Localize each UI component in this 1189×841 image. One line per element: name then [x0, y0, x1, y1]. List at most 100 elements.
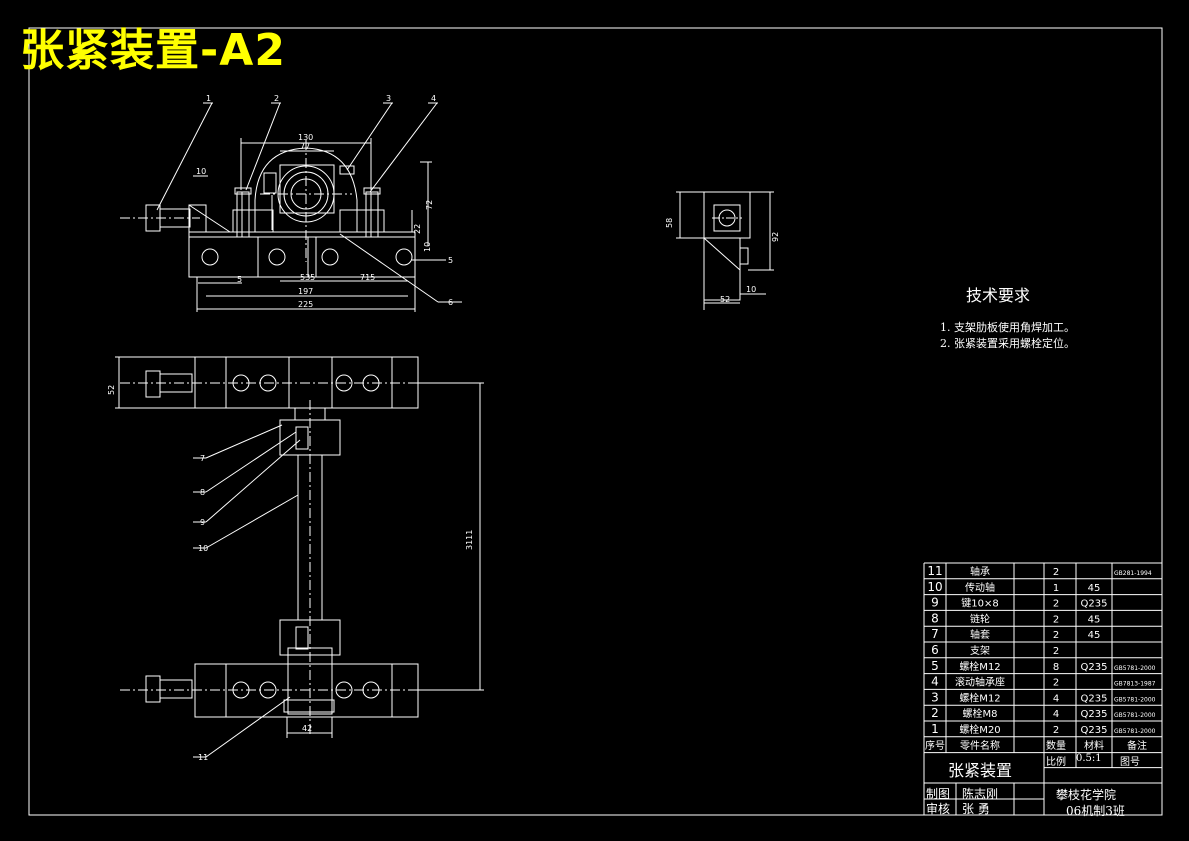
tb-drawing-name: 张紧装置 — [948, 761, 1013, 780]
bom-cell-no: 6 — [931, 643, 939, 657]
bom-table — [923, 562, 1163, 815]
dim-52b: 52 — [107, 385, 116, 395]
dim-130: 130 — [298, 133, 313, 142]
bom-cell-no: 3 — [931, 690, 939, 704]
tb-drawing-no-label: 图号 — [1120, 757, 1140, 768]
dim-72: 72 — [425, 200, 434, 210]
balloon-1: 1 — [206, 94, 211, 103]
bom-cell-name: 螺栓M20 — [959, 723, 1000, 736]
balloon-2: 2 — [274, 94, 279, 103]
bom-cell-qty: 1 — [1053, 583, 1059, 594]
front-view — [120, 102, 462, 312]
balloon-11: 11 — [198, 753, 208, 762]
dim-52a: 52 — [720, 295, 730, 304]
bom-cell-qty: 2 — [1053, 567, 1059, 578]
bom-cell-name: 支架 — [970, 645, 990, 657]
tech-note-2: 2. 张紧装置采用螺栓定位。 — [940, 337, 1075, 350]
bom-cell-name: 滚动轴承座 — [955, 676, 1005, 689]
bom-cell-no: 1 — [931, 722, 939, 736]
dim-42: 42 — [302, 724, 312, 733]
bom-cell-qty: 2 — [1053, 630, 1059, 641]
bom-cell-no: 2 — [931, 706, 939, 720]
balloon-7: 7 — [200, 454, 205, 463]
bom-header-qty: 数量 — [1046, 739, 1066, 752]
dim-197: 197 — [298, 287, 313, 296]
bom-cell-name: 传动轴 — [965, 581, 995, 594]
tb-scale: 0.5:1 — [1076, 753, 1102, 764]
dim-535: 535 — [300, 273, 315, 282]
tb-drawn-label: 制图 — [926, 787, 951, 801]
bom-cell-name: 轴承 — [970, 565, 990, 578]
dim-3111: 3111 — [465, 530, 474, 550]
balloon-5: 5 — [448, 256, 453, 265]
bom-cell-qty: 2 — [1053, 599, 1059, 610]
bom-cell-mat: Q235 — [1081, 693, 1108, 704]
bom-header-mat: 材料 — [1084, 739, 1104, 752]
bom-cell-qty: 2 — [1053, 614, 1059, 625]
tb-checked-label: 审核 — [926, 802, 951, 816]
bom-cell-name: 螺栓M8 — [963, 707, 998, 720]
bom-cell-name: 螺栓M12 — [959, 660, 1000, 673]
bom-cell-name: 键10×8 — [961, 597, 998, 610]
bom-cell-name: 螺栓M12 — [959, 691, 1000, 704]
bom-cell-no: 10 — [927, 580, 942, 594]
dim-92: 92 — [771, 232, 780, 242]
balloon-4: 4 — [431, 94, 436, 103]
balloon-6: 6 — [448, 298, 453, 307]
part-balloons: 1 2 3 4 5 6 7 8 9 10 11 — [198, 94, 453, 762]
balloon-9: 9 — [200, 518, 205, 527]
bom-cell-no: 4 — [931, 675, 939, 689]
bom-header-note: 备注 — [1127, 739, 1147, 752]
bom-cell-qty: 2 — [1053, 646, 1059, 657]
dim-58: 58 — [665, 218, 674, 228]
dim-77: 77 — [300, 142, 310, 151]
dim-10c: 10 — [746, 285, 756, 294]
bom-cell-mat: 45 — [1088, 614, 1101, 625]
bom-cell-qty: 8 — [1053, 662, 1059, 673]
bom-header-name: 零件名称 — [960, 739, 1000, 752]
bom-cell-mat: Q235 — [1081, 725, 1108, 736]
bom-cell-qty: 2 — [1053, 678, 1059, 689]
balloon-10: 10 — [198, 544, 208, 553]
bom-cell-name: 轴套 — [970, 628, 990, 641]
dim-225: 225 — [298, 300, 313, 309]
outer-border — [28, 27, 1163, 816]
tb-school: 攀枝花学院 — [1056, 788, 1117, 802]
dim-22: 22 — [413, 224, 422, 234]
dim-10b: 10 — [423, 242, 432, 252]
tb-checked-by: 张 勇 — [962, 802, 990, 816]
dim-10a: 10 — [196, 167, 206, 176]
bom-cell-name: 链轮 — [970, 612, 990, 625]
dim-715: 715 — [360, 273, 375, 282]
bom-cell-no: 8 — [931, 611, 939, 625]
bom-header-no: 序号 — [925, 739, 945, 752]
bom-cell-no: 7 — [931, 627, 939, 641]
bom-cell-qty: 2 — [1053, 725, 1059, 736]
balloon-3: 3 — [386, 94, 391, 103]
tb-drawn-by: 陈志刚 — [962, 787, 999, 801]
bom-cell-no: 9 — [931, 596, 939, 610]
bom-cell-note: GB7813-1987 — [1114, 681, 1156, 688]
bom-cell-mat: Q235 — [1081, 599, 1108, 610]
top-view — [115, 356, 484, 758]
dim-5: 5 — [237, 275, 242, 284]
tech-requirements-heading: 技术要求 — [966, 286, 1031, 305]
bom-cell-no: 11 — [927, 564, 942, 578]
drawing-title: 张紧装置-A2 — [20, 25, 286, 76]
balloon-8: 8 — [200, 488, 205, 497]
bom-cell-mat: 45 — [1088, 630, 1101, 641]
bom-cell-qty: 4 — [1053, 709, 1059, 720]
bom-cell-no: 5 — [931, 659, 939, 673]
side-view — [676, 191, 774, 310]
bom-cell-note: GB5781-2000 — [1114, 728, 1156, 735]
bom-cell-note: GB5781-2000 — [1114, 696, 1156, 703]
bom-cell-note: GB5781-2000 — [1114, 665, 1156, 672]
bom-cell-note: GB281-1994 — [1114, 570, 1152, 577]
tech-note-1: 1. 支架肋板使用角焊加工。 — [940, 321, 1075, 334]
bom-cell-mat: 45 — [1088, 583, 1101, 594]
dimension-labels: 130 77 10 72 22 10 5 535 715 197 225 58 … — [107, 133, 780, 733]
bom-cell-mat: Q235 — [1081, 662, 1108, 673]
bom-cell-note: GB5781-2000 — [1114, 712, 1156, 719]
